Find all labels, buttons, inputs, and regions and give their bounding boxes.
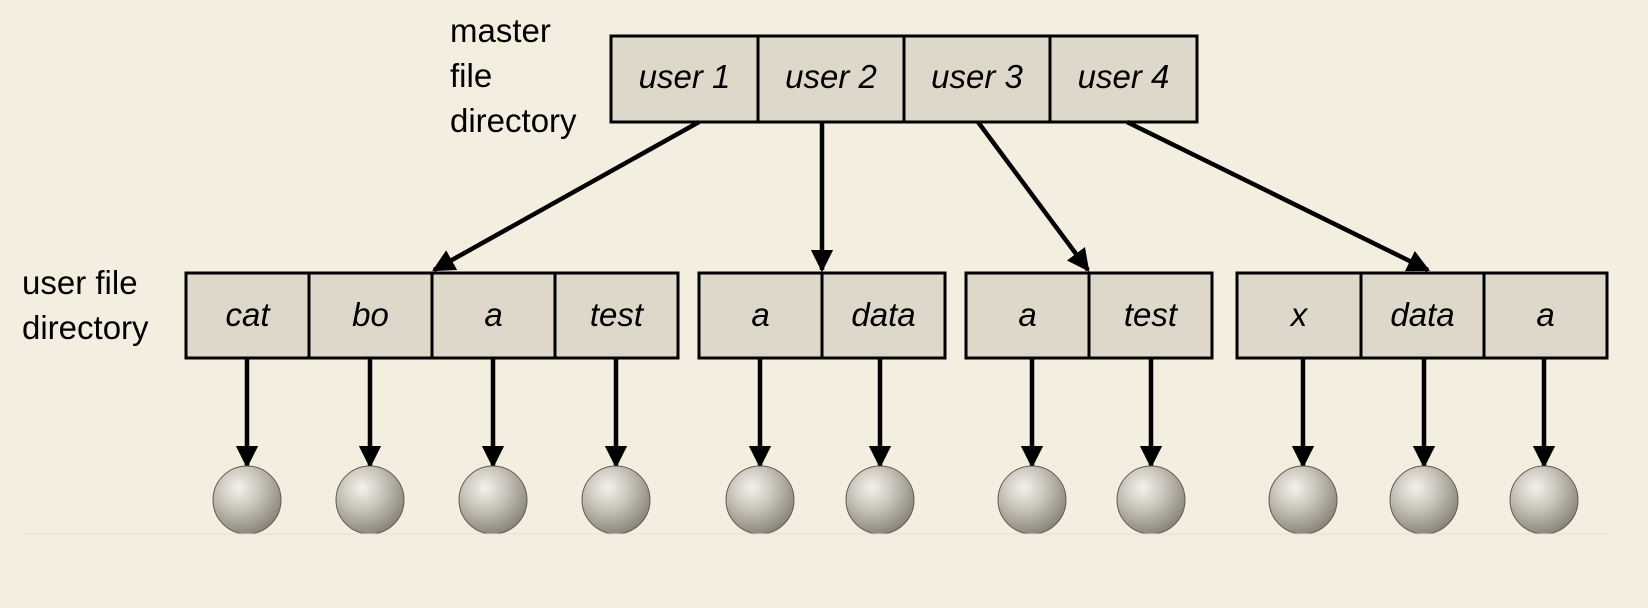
user-entry-label: a bbox=[751, 296, 769, 333]
user-entry-label: a bbox=[1536, 296, 1554, 333]
user-entry-label: x bbox=[1289, 296, 1309, 333]
file-node-sphere bbox=[997, 465, 1067, 535]
file-node-sphere bbox=[581, 465, 651, 535]
master-entry-label: user 3 bbox=[931, 58, 1023, 95]
user-file-directory-3: a test bbox=[964, 271, 1214, 360]
master-directory-label-line3: directory bbox=[450, 102, 577, 139]
master-entry: user 1 bbox=[609, 34, 760, 124]
pointer-arrow bbox=[976, 120, 1090, 272]
file-node-sphere bbox=[212, 465, 282, 535]
master-entry-label: user 2 bbox=[785, 58, 877, 95]
master-entry: user 3 bbox=[902, 34, 1052, 124]
master-file-directory: user 1 user 2 user 3 user 4 bbox=[609, 34, 1199, 124]
master-entry: user 2 bbox=[756, 34, 906, 124]
master-entry-label: user 1 bbox=[639, 58, 731, 95]
user-file-directory-1: cat bo a test bbox=[184, 271, 680, 360]
user-entry-label: a bbox=[484, 296, 502, 333]
user-file-directory-2: a data bbox=[697, 271, 947, 360]
master-directory-label-line2: file bbox=[450, 57, 492, 94]
user-file-directory-4: x data a bbox=[1235, 271, 1609, 360]
master-entry-label: user 4 bbox=[1078, 58, 1170, 95]
master-to-user-arrows bbox=[432, 119, 1431, 273]
file-node-sphere bbox=[845, 465, 915, 535]
file-node-sphere bbox=[458, 465, 528, 535]
user-entry-label: cat bbox=[225, 296, 271, 333]
user-entry-label: test bbox=[590, 296, 645, 333]
file-node-sphere bbox=[1509, 465, 1579, 535]
user-entry-label: a bbox=[1018, 296, 1036, 333]
user-entry-label: bo bbox=[352, 296, 389, 333]
user-entry-label: data bbox=[851, 296, 915, 333]
file-node-sphere bbox=[1389, 465, 1459, 535]
user-directory-label-line1: user file bbox=[22, 264, 138, 301]
user-entry-label: test bbox=[1124, 296, 1179, 333]
entry-to-file-arrows bbox=[235, 358, 1556, 469]
user-directory-label-line2: directory bbox=[22, 309, 149, 346]
pointer-arrow bbox=[432, 120, 701, 272]
file-nodes bbox=[212, 465, 1579, 535]
file-node-sphere bbox=[335, 465, 405, 535]
pointer-arrow bbox=[1126, 119, 1431, 273]
master-entry: user 4 bbox=[1048, 34, 1199, 124]
master-directory-label-line1: master bbox=[450, 12, 551, 49]
user-entry-label: data bbox=[1390, 296, 1454, 333]
file-node-sphere bbox=[1116, 465, 1186, 535]
file-node-sphere bbox=[725, 465, 795, 535]
file-node-sphere bbox=[1268, 465, 1338, 535]
